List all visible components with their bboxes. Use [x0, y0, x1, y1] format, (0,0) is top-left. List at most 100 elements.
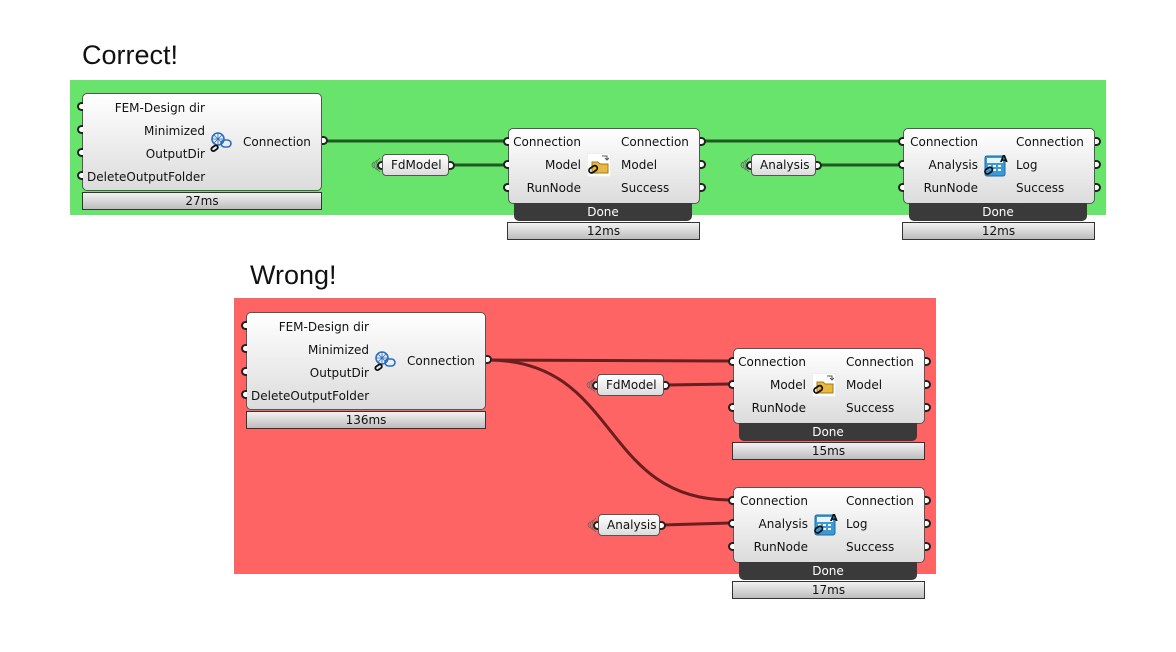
input-grip[interactable]	[241, 321, 247, 330]
output-grip[interactable]	[1095, 183, 1101, 192]
analysis-param[interactable]: Analysis	[598, 514, 660, 536]
input-grip[interactable]	[241, 344, 247, 353]
output-log: Log	[1016, 158, 1038, 172]
output-grip[interactable]	[449, 161, 455, 170]
fdmodel-param[interactable]: FdModel	[597, 374, 664, 396]
input-grip[interactable]	[728, 380, 734, 389]
input-model: Model	[544, 158, 581, 172]
input-analysis: Analysis	[928, 158, 978, 172]
svg-text:A: A	[1000, 154, 1008, 165]
input-grip[interactable]	[77, 171, 83, 180]
output-success: Success	[846, 540, 895, 554]
input-grip[interactable]	[77, 102, 83, 111]
output-connection: Connection	[621, 135, 689, 149]
timer-badge: 17ms	[732, 581, 925, 599]
input-deleteoutputfolder: DeleteOutputFolder	[87, 170, 206, 184]
output-grip[interactable]	[700, 137, 706, 146]
fem-connection-component-wrong[interactable]: FEM-Design dir Minimized OutputDir Delet…	[246, 312, 486, 410]
output-grip[interactable]	[925, 519, 931, 528]
analysis-param[interactable]: Analysis	[751, 154, 816, 176]
output-grip[interactable]	[1095, 137, 1101, 146]
input-grip[interactable]	[377, 161, 383, 170]
open-model-folder-icon	[811, 372, 837, 398]
input-connection: Connection	[513, 135, 581, 149]
output-connection: Connection	[846, 355, 914, 369]
output-grip[interactable]	[660, 521, 666, 530]
heading-correct: Correct!	[82, 40, 179, 70]
timer-badge: 12ms	[507, 222, 700, 240]
wireless-waves-icon	[587, 517, 597, 533]
output-model: Model	[846, 378, 883, 392]
input-runnode: RunNode	[753, 540, 808, 554]
run-analysis-calculator-icon: A	[814, 512, 838, 536]
input-grip[interactable]	[77, 148, 83, 157]
input-grip[interactable]	[746, 161, 752, 170]
input-grip[interactable]	[898, 183, 904, 192]
open-model-folder-icon	[586, 152, 612, 178]
run-analysis-calculator-icon: A	[984, 153, 1008, 177]
input-grip[interactable]	[241, 390, 247, 399]
input-minimized: Minimized	[144, 124, 205, 138]
open-model-component[interactable]: Connection Model RunNode Connection Mode…	[508, 128, 700, 204]
input-deleteoutputfolder: DeleteOutputFolder	[251, 389, 370, 403]
input-minimized: Minimized	[308, 343, 369, 357]
output-grip[interactable]	[925, 357, 931, 366]
timer-badge: 15ms	[732, 442, 925, 460]
input-outputdir: OutputDir	[145, 147, 205, 161]
input-grip[interactable]	[593, 521, 599, 530]
fem-connection-icon	[209, 131, 233, 155]
input-grip[interactable]	[728, 357, 734, 366]
input-grip[interactable]	[728, 542, 734, 551]
output-connection: Connection	[1016, 135, 1084, 149]
input-runnode: RunNode	[526, 181, 581, 195]
input-grip[interactable]	[728, 403, 734, 412]
output-connection: Connection	[407, 354, 475, 368]
input-grip[interactable]	[77, 125, 83, 134]
output-grip[interactable]	[322, 136, 328, 145]
output-grip[interactable]	[700, 160, 706, 169]
heading-wrong: Wrong!	[250, 260, 337, 290]
fdmodel-param[interactable]: FdModel	[382, 154, 449, 176]
input-grip[interactable]	[592, 381, 598, 390]
output-grip[interactable]	[664, 381, 670, 390]
output-connection: Connection	[243, 135, 311, 149]
output-grip[interactable]	[925, 380, 931, 389]
input-grip[interactable]	[728, 519, 734, 528]
output-grip[interactable]	[700, 183, 706, 192]
output-success: Success	[1016, 181, 1065, 195]
input-runnode: RunNode	[923, 181, 978, 195]
output-log: Log	[846, 517, 868, 531]
input-grip[interactable]	[503, 183, 509, 192]
run-analysis-component[interactable]: Connection Analysis RunNode A Connection…	[903, 128, 1095, 204]
output-grip[interactable]	[925, 496, 931, 505]
input-fem-design-dir: FEM-Design dir	[114, 101, 205, 115]
status-badge: Done	[739, 423, 917, 441]
input-grip[interactable]	[728, 496, 734, 505]
output-grip[interactable]	[1095, 160, 1101, 169]
input-grip[interactable]	[503, 137, 509, 146]
output-grip[interactable]	[486, 355, 492, 364]
open-model-component-wrong[interactable]: Connection Model RunNode Connection Mode…	[733, 348, 925, 424]
input-grip[interactable]	[503, 160, 509, 169]
input-connection: Connection	[740, 494, 808, 508]
input-connection: Connection	[738, 355, 806, 369]
output-grip[interactable]	[816, 161, 822, 170]
svg-text:A: A	[830, 513, 838, 524]
input-grip[interactable]	[241, 367, 247, 376]
input-fem-design-dir: FEM-Design dir	[278, 320, 369, 334]
status-badge: Done	[909, 203, 1087, 221]
status-badge: Done	[739, 562, 917, 580]
input-connection: Connection	[910, 135, 978, 149]
status-badge: Done	[514, 203, 692, 221]
run-analysis-component-wrong[interactable]: Connection Analysis RunNode A Connection…	[733, 487, 925, 563]
output-grip[interactable]	[925, 403, 931, 412]
wireless-waves-icon	[586, 377, 596, 393]
input-model: Model	[769, 378, 806, 392]
output-grip[interactable]	[925, 542, 931, 551]
input-grip[interactable]	[898, 137, 904, 146]
wireless-waves-icon	[371, 157, 381, 173]
fem-connection-component[interactable]: FEM-Design dir Minimized OutputDir Delet…	[82, 93, 322, 191]
input-grip[interactable]	[898, 160, 904, 169]
timer-badge: 12ms	[902, 222, 1095, 240]
input-runnode: RunNode	[751, 401, 806, 415]
